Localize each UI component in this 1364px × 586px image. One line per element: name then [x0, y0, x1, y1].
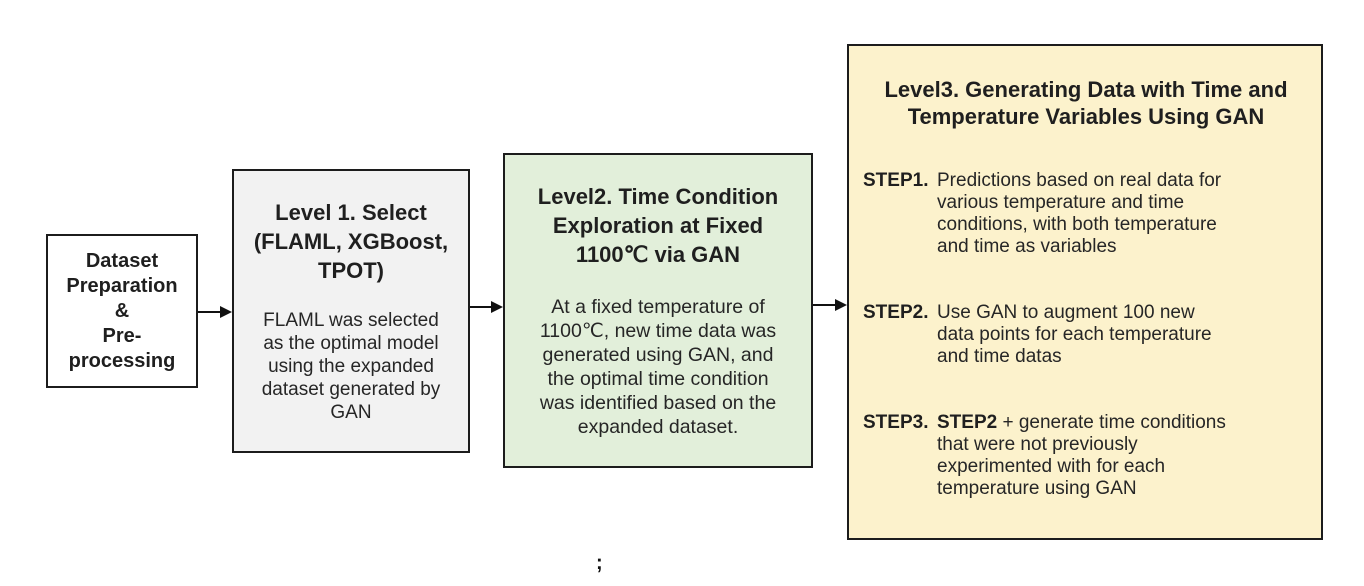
step3-text-rest: + generate time conditions that were not…: [937, 412, 1226, 499]
box-level3-gan-generation: Level3. Generating Data with Time and Te…: [847, 44, 1323, 540]
step2-label: STEP2.: [863, 302, 929, 323]
arrowhead-icon: [835, 299, 847, 311]
step3-label: STEP3.: [863, 412, 929, 433]
arrowhead-icon: [220, 306, 232, 318]
step2-item: STEP2. Use GAN to augment 100 new data p…: [863, 302, 1309, 368]
step1-text: Predictions based on real data for vario…: [937, 170, 1222, 257]
step3-bold-prefix: STEP2: [937, 412, 998, 433]
step1-item: STEP1. Predictions based on real data fo…: [863, 170, 1309, 258]
level2-description: At a fixed temperature of 1100℃, new tim…: [539, 296, 777, 438]
step1-label: STEP1.: [863, 170, 929, 191]
level1-description: FLAML was selected as the optimal model …: [261, 310, 441, 423]
flow-arrow-3: [813, 298, 847, 312]
stray-semicolon-text: ;: [596, 552, 603, 574]
arrow-line: [813, 304, 835, 306]
flow-arrow-1: [198, 305, 232, 319]
level1-title: Level 1. Select (FLAML, XGBoost, TPOT): [253, 200, 449, 283]
level3-steps: STEP1. Predictions based on real data fo…: [863, 170, 1309, 500]
box-level2-time-condition: Level2. Time Condition Exploration at Fi…: [503, 153, 813, 468]
level2-title: Level2. Time Condition Exploration at Fi…: [537, 184, 779, 267]
dataset-preparation-title: Dataset Preparation & Pre- processing: [66, 249, 178, 372]
arrow-line: [198, 311, 220, 313]
box-dataset-preparation: Dataset Preparation & Pre- processing: [46, 234, 198, 388]
box-level1-select: Level 1. Select (FLAML, XGBoost, TPOT) F…: [232, 169, 470, 453]
arrowhead-icon: [491, 301, 503, 313]
step3-text: STEP2 + generate time conditions that we…: [937, 412, 1309, 500]
step2-text: Use GAN to augment 100 new data points f…: [937, 302, 1212, 367]
arrow-line: [470, 306, 491, 308]
step3-item: STEP3. STEP2 + generate time conditions …: [863, 412, 1309, 500]
flow-arrow-2: [470, 300, 503, 314]
level3-title: Level3. Generating Data with Time and Te…: [884, 77, 1288, 129]
